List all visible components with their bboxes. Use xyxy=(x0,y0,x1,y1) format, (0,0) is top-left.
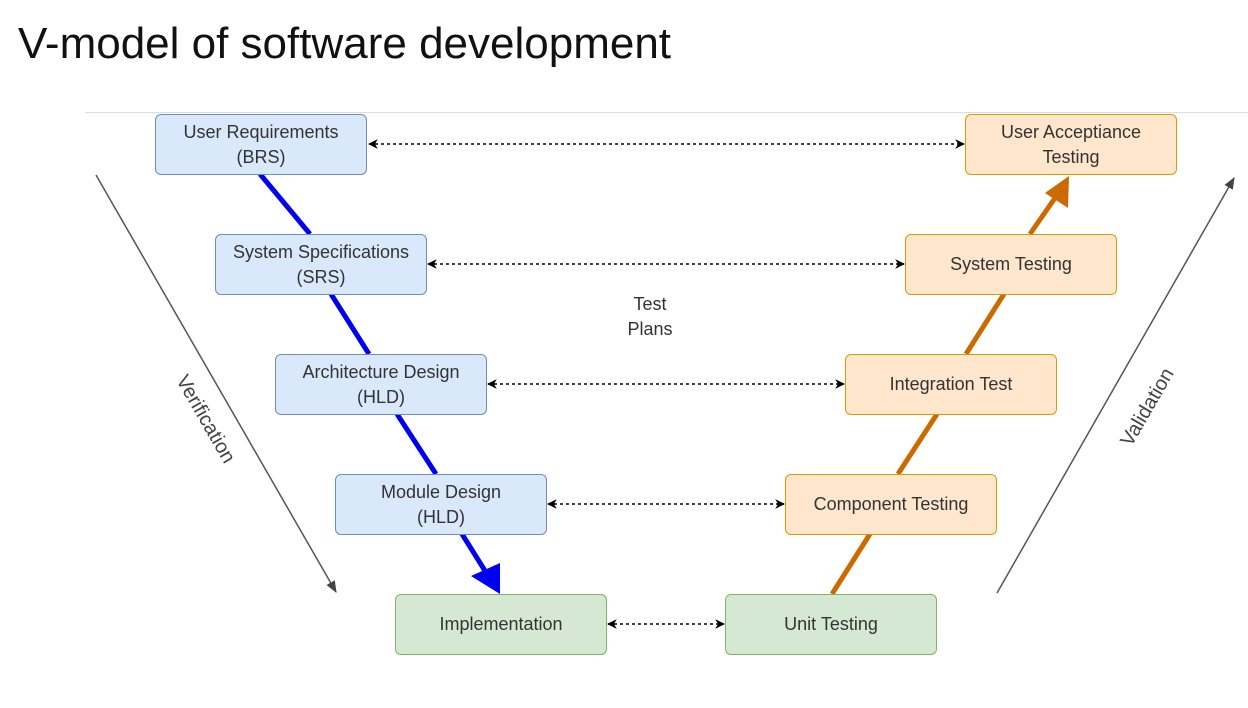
unit-testing-box: Unit Testing xyxy=(725,594,937,655)
user-acceptance-testing-box: User Acceptiance Testing xyxy=(965,114,1177,175)
box-label-line1: System Specifications xyxy=(232,241,410,262)
component-testing-box: Component Testing xyxy=(785,474,997,535)
box-label-line1: Architecture Design xyxy=(302,361,460,382)
verification-path-arrowhead xyxy=(471,563,500,594)
verification-path-segment xyxy=(459,532,490,576)
verification-path-segment xyxy=(394,412,439,476)
page-title: V-model of software development xyxy=(18,19,672,68)
module-design-box: Module Design (HLD) xyxy=(335,474,547,535)
divider xyxy=(85,112,1248,113)
box-label: Implementation xyxy=(439,614,563,634)
box-label: Integration Test xyxy=(889,374,1013,394)
box-label-line1: User Requirements xyxy=(183,121,339,142)
box-label-line2: (HLD) xyxy=(357,386,405,407)
box-label-line2: (SRS) xyxy=(296,266,346,287)
box-label-line2: (BRS) xyxy=(236,146,286,167)
test-plans-line1: Test xyxy=(633,294,667,314)
user-requirements-box: User Requirements (BRS) xyxy=(155,114,367,175)
validation-path-segment xyxy=(1027,196,1058,236)
integration-test-box: Integration Test xyxy=(845,354,1057,415)
verification-path-segment xyxy=(258,172,312,236)
test-plans-line2: Plans xyxy=(627,319,673,339)
box-label: Component Testing xyxy=(813,494,969,514)
box-label-line1: User Acceptiance xyxy=(1000,121,1142,142)
validation-path-segment xyxy=(895,412,940,476)
validation-arrow xyxy=(996,176,1235,594)
box-label-line2: (HLD) xyxy=(417,506,465,527)
architecture-design-box: Architecture Design (HLD) xyxy=(275,354,487,415)
validation-path-segment xyxy=(829,532,873,596)
system-specifications-box: System Specifications (SRS) xyxy=(215,234,427,295)
implementation-box: Implementation xyxy=(395,594,607,655)
box-label-line1: Module Design xyxy=(380,481,502,502)
verification-arrow xyxy=(95,174,337,594)
validation-path-arrowhead xyxy=(1045,176,1069,208)
system-testing-box: System Testing xyxy=(905,234,1117,295)
test-plans-label: Test Plans xyxy=(600,292,700,342)
verification-path-segment xyxy=(328,292,372,356)
validation-path-segment xyxy=(963,292,1007,356)
box-label-line2: Testing xyxy=(1042,146,1100,167)
box-label: Unit Testing xyxy=(784,614,878,634)
box-label: System Testing xyxy=(950,254,1072,274)
